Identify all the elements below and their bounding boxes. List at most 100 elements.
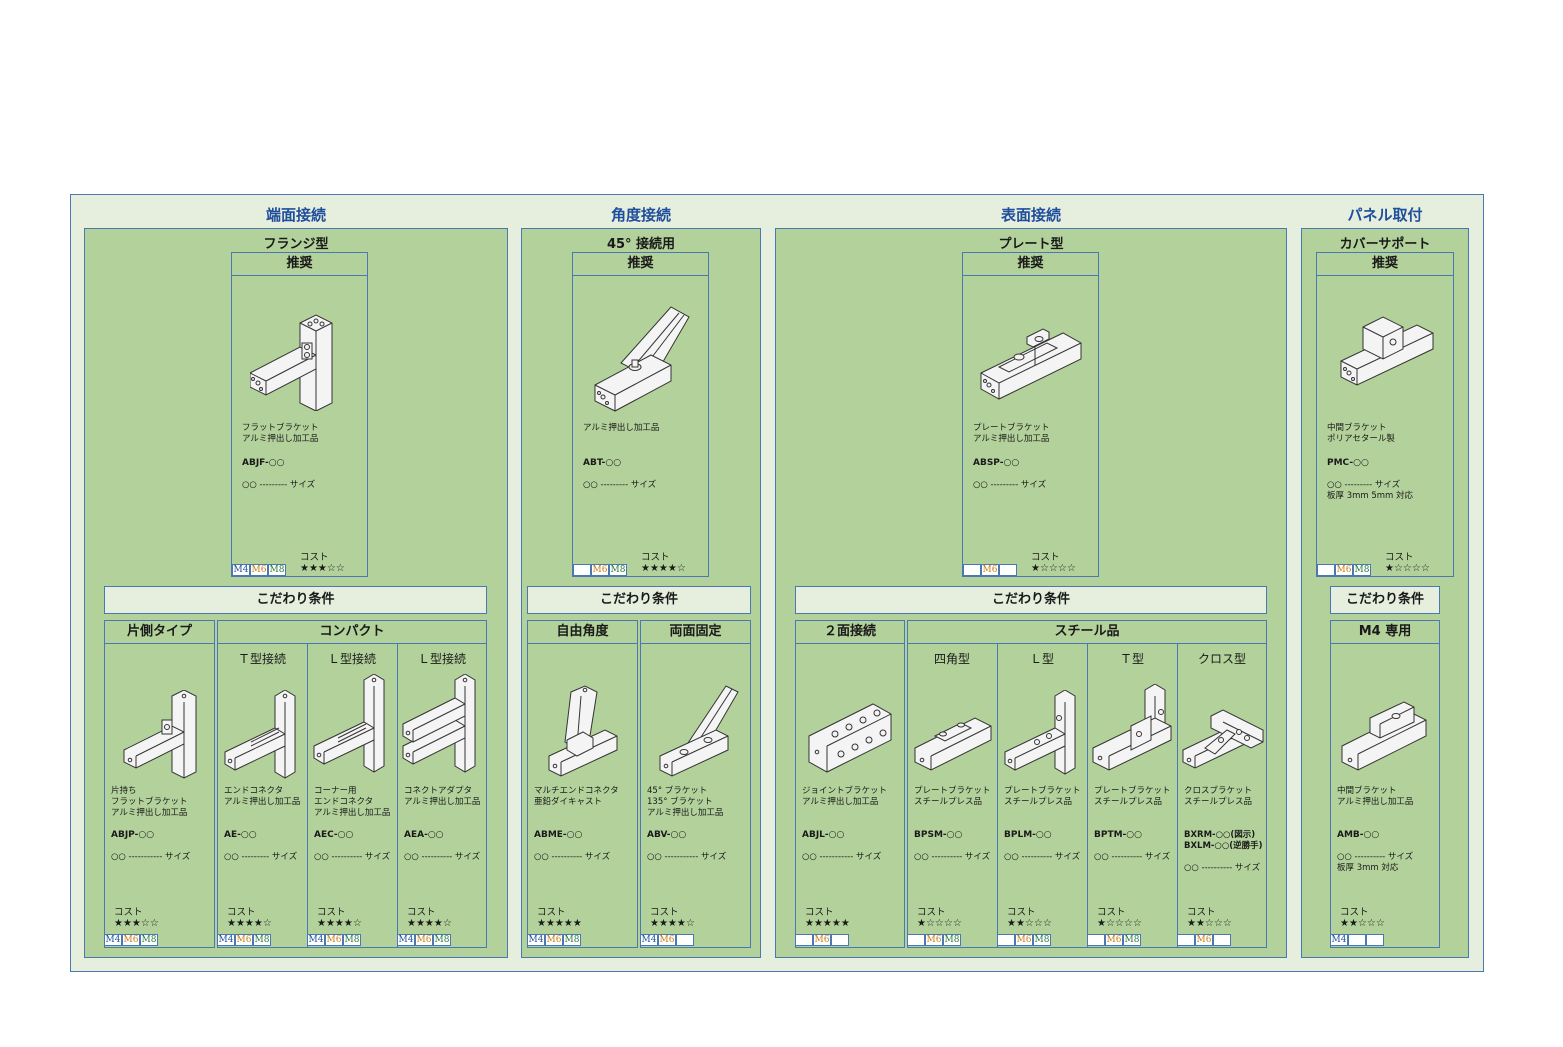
card-bplm[interactable]: プレートブラケット スチールプレス品 BPLM-○○ ○○ ----------… — [997, 670, 1087, 948]
bolt-size-tags: M6 M8 — [1317, 564, 1377, 576]
recommended-card-abjf[interactable]: 推奨 フラットブラケット アルミ押出し加工品 ABJF-○○ ○○ ------… — [231, 252, 368, 577]
bolt-size-tags: M6 — [795, 934, 855, 946]
tag-m6: M6 — [658, 934, 676, 946]
product-description: エンドコネクタ アルミ押出し加工品 — [224, 786, 301, 807]
card-ae[interactable]: エンドコネクタ アルミ押出し加工品 AE-○○ ○○ --------- サイズ… — [217, 670, 307, 948]
cost-label: コスト — [1007, 907, 1036, 918]
column-header-t2: Ｔ型 — [1119, 652, 1144, 666]
cost-label: コスト — [650, 907, 679, 918]
cost-label: コスト — [407, 907, 436, 918]
product-code: BXRM-○○(図示) BXLM-○○(逆勝手) — [1184, 830, 1263, 851]
recommended-label: 推奨 — [963, 253, 1098, 276]
card-amb[interactable]: 中間ブラケット アルミ押出し加工品 AMB-○○ ○○ ---------- サ… — [1330, 670, 1440, 948]
product-code: ABV-○○ — [647, 830, 687, 840]
bolt-size-tags: M6 M8 — [907, 934, 967, 946]
tag-m6: M6 — [925, 934, 943, 946]
size-note: ○○ ----------- サイズ — [802, 852, 882, 862]
tag-empty — [676, 934, 694, 946]
size-note: ○○ ---------- サイズ — [914, 852, 991, 862]
group-title: ２面接続 — [796, 621, 904, 644]
cost-rating: ★☆☆☆☆ — [1097, 918, 1142, 929]
card-abjp[interactable]: 片持ち フラットブラケット アルミ押出し加工品 ABJP-○○ ○○ -----… — [104, 670, 215, 948]
column-header-l3: Ｌ型 — [1029, 652, 1054, 666]
product-description: プレートブラケット スチールプレス品 — [1094, 786, 1171, 807]
tag-empty — [1087, 934, 1105, 946]
tag-empty — [795, 934, 813, 946]
product-code: ABJF-○○ — [242, 458, 285, 468]
product-code: ABT-○○ — [583, 458, 622, 468]
tag-m8: M8 — [1033, 934, 1051, 946]
product-code: BPLM-○○ — [1004, 830, 1052, 840]
product-code: AE-○○ — [224, 830, 257, 840]
cost-rating: ★★☆☆☆ — [1340, 918, 1385, 929]
tag-m6: M6 — [250, 564, 268, 576]
bplm-product-illustration — [1004, 690, 1076, 775]
category-end-connection: 端面接続 — [265, 206, 326, 224]
column-header-t: Ｔ型接続 — [237, 652, 286, 666]
product-description: プレートブラケット スチールプレス品 — [1004, 786, 1081, 807]
tag-m4: M4 — [1330, 934, 1348, 946]
card-aea[interactable]: コネクトアダプタ アルミ押出し加工品 AEA-○○ ○○ ---------- … — [397, 670, 487, 948]
bolt-size-tags: M4 M6 M8 — [527, 934, 587, 946]
cost-label: コスト — [1187, 907, 1216, 918]
cost-label: コスト — [917, 907, 946, 918]
card-aec[interactable]: コーナー用 エンドコネクタ アルミ押出し加工品 AEC-○○ ○○ ------… — [307, 670, 397, 948]
group-title: M4 専用 — [1331, 621, 1439, 644]
bolt-size-tags: M6 — [1177, 934, 1237, 946]
recommended-card-pmc[interactable]: 推奨 中間ブラケット ポリアセタール製 PMC-○○ ○○ --------- … — [1316, 252, 1454, 577]
tag-m8: M8 — [943, 934, 961, 946]
product-description: 中間ブラケット アルミ押出し加工品 — [1337, 786, 1414, 807]
group-two-face: ２面接続 — [795, 620, 905, 948]
tag-m6: M6 — [1195, 934, 1213, 946]
tag-empty — [1366, 934, 1384, 946]
bolt-size-tags: M4 M6 M8 — [217, 934, 277, 946]
product-description: コーナー用 エンドコネクタ アルミ押出し加工品 — [314, 786, 391, 818]
recommended-card-absp[interactable]: 推奨 プレートブラケット アルミ押出し加工品 ABSP-○○ ○○ ------… — [962, 252, 1099, 577]
recommended-label: 推奨 — [573, 253, 708, 276]
kodawari-bar-cover-support: こだわり条件 — [1330, 586, 1440, 614]
cost-label: コスト — [114, 907, 143, 918]
product-code: ABSP-○○ — [973, 458, 1020, 468]
column-header-cross: クロス型 — [1197, 652, 1246, 666]
cost-label: コスト — [1031, 552, 1060, 563]
column-divider — [1087, 644, 1088, 948]
product-description: マルチエンドコネクタ 亜鉛ダイキャスト — [534, 786, 619, 807]
cost-label: コスト — [537, 907, 566, 918]
tag-empty — [1213, 934, 1231, 946]
tag-m4: M4 — [217, 934, 235, 946]
column-divider — [307, 644, 308, 948]
tag-m6: M6 — [1105, 934, 1123, 946]
tag-m8: M8 — [1353, 564, 1371, 576]
product-description: 45° ブラケット 135° ブラケット アルミ押出し加工品 — [647, 786, 724, 818]
tag-empty — [1348, 934, 1366, 946]
tag-empty — [1317, 564, 1335, 576]
cost-label: コスト — [227, 907, 256, 918]
category-surface-connection: 表面接続 — [1000, 206, 1061, 224]
kodawari-bar-flange: こだわり条件 — [104, 586, 487, 614]
cost-label: コスト — [805, 907, 834, 918]
column-divider — [997, 644, 998, 948]
tag-m4: M4 — [232, 564, 250, 576]
group-title: 自由角度 — [528, 621, 637, 644]
card-bptm[interactable]: プレートブラケット スチールプレス品 BPTM-○○ ○○ ----------… — [1087, 670, 1177, 948]
column-header-l1: Ｌ型接続 — [327, 652, 376, 666]
product-code: AEA-○○ — [404, 830, 444, 840]
cost-label: コスト — [1340, 907, 1369, 918]
product-description: フラットブラケット アルミ押出し加工品 — [242, 423, 319, 444]
size-note: ○○ ---------- サイズ — [1094, 852, 1171, 862]
abjp-product-illustration — [123, 690, 197, 779]
card-abjl[interactable]: ジョイントブラケット アルミ押出し加工品 ABJL-○○ ○○ --------… — [795, 670, 905, 948]
card-abv[interactable]: 45° ブラケット 135° ブラケット アルミ押出し加工品 ABV-○○ ○○… — [640, 670, 751, 948]
tag-empty — [573, 564, 591, 576]
cost-rating: ★☆☆☆☆ — [1385, 563, 1430, 574]
card-abme[interactable]: マルチエンドコネクタ 亜鉛ダイキャスト ABME-○○ ○○ ---------… — [527, 670, 638, 948]
recommended-card-abt[interactable]: 推奨 アルミ押出し加工品 ABT-○○ ○○ --------- サイズ コスト… — [572, 252, 709, 577]
card-bpsm[interactable]: プレートブラケット スチールプレス品 BPSM-○○ ○○ ----------… — [907, 670, 997, 948]
column-divider — [397, 644, 398, 948]
cost-label: コスト — [1097, 907, 1126, 918]
category-angle-connection: 角度接続 — [610, 206, 671, 224]
tag-m8: M8 — [343, 934, 361, 946]
group-title: 両面固定 — [641, 621, 750, 644]
bolt-size-tags: M6 M8 — [997, 934, 1057, 946]
card-bxrm[interactable]: クロスブラケット スチールプレス品 BXRM-○○(図示) BXLM-○○(逆勝… — [1177, 670, 1267, 948]
